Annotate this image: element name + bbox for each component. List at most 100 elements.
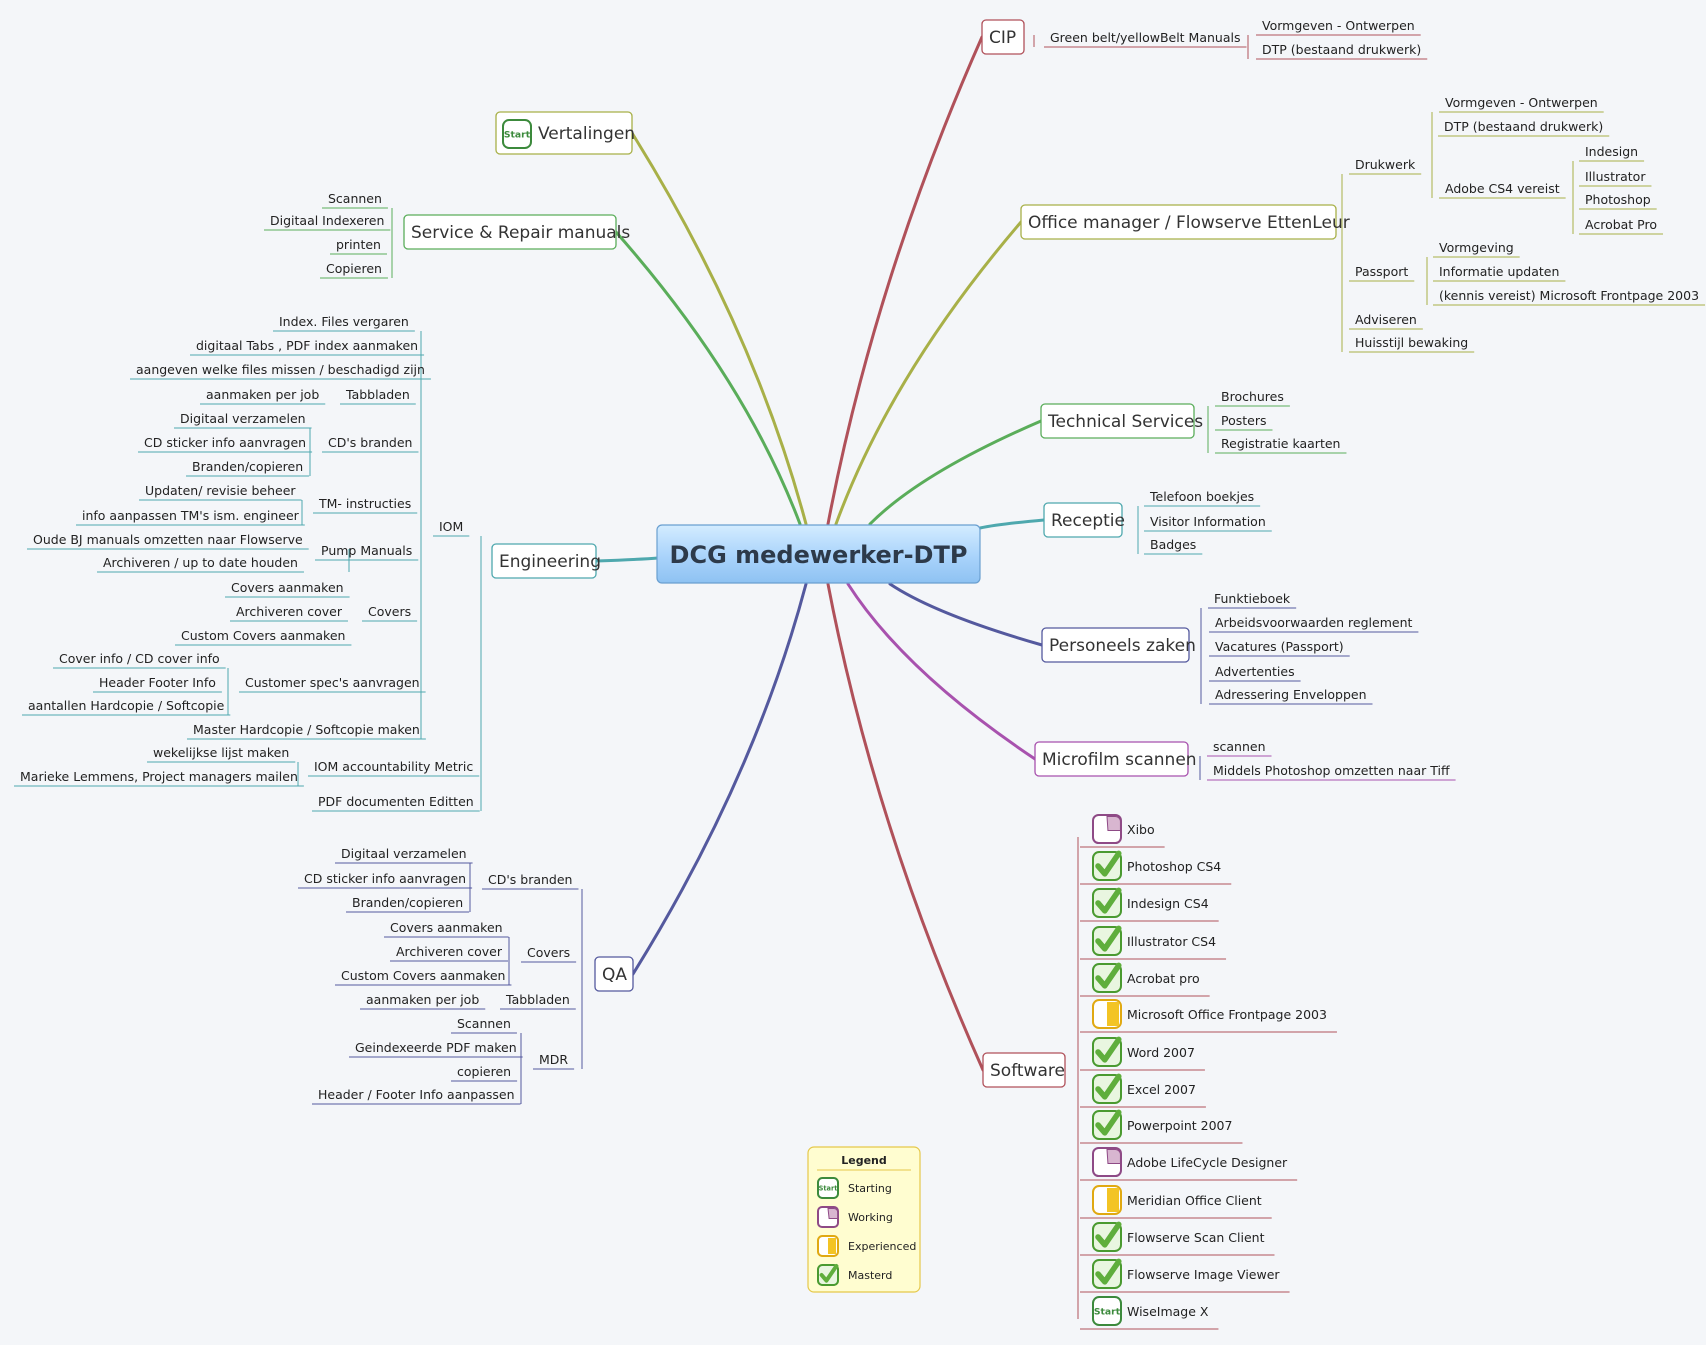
topic-microfilm-scannen[interactable]: Microfilm scannen — [1034, 741, 1197, 777]
central-topic[interactable]: DCG medewerker-DTP — [656, 524, 981, 584]
subtopic-branden-copieren[interactable]: Branden/copieren — [346, 895, 470, 913]
subtopic-funktieboek[interactable]: Funktieboek — [1208, 591, 1297, 609]
subtopic-advertenties[interactable]: Advertenties — [1209, 664, 1301, 682]
subtopic-posters[interactable]: Posters — [1215, 413, 1273, 431]
subtopic-digitaal-tabs-pdf-index-aanmaken[interactable]: digitaal Tabs , PDF index aanmaken — [190, 338, 425, 356]
subtopic-custom-covers-aanmaken[interactable]: Custom Covers aanmaken — [175, 628, 352, 646]
subtopic-tabbladen[interactable]: Tabbladen — [340, 387, 416, 405]
topic-cip[interactable]: CIP — [981, 19, 1025, 55]
topic-engineering[interactable]: Engineering — [491, 543, 601, 579]
subtopic-copieren[interactable]: Copieren — [320, 261, 388, 279]
subtopic-iom-accountability-metric[interactable]: IOM accountability Metric — [308, 759, 480, 777]
subtopic-dtp-bestaand-drukwerk[interactable]: DTP (bestaand drukwerk) — [1256, 42, 1428, 60]
subtopic-master-hardcopie-softcopie-maken[interactable]: Master Hardcopie / Softcopie maken — [187, 722, 426, 740]
subtopic-scannen[interactable]: scannen — [1207, 739, 1272, 757]
subtopic-green-belt-yellowbelt-manuals[interactable]: Green belt/yellowBelt Manuals — [1044, 30, 1247, 48]
topic-qa[interactable]: QA — [594, 956, 634, 992]
subtopic-dtp-bestaand-drukwerk[interactable]: DTP (bestaand drukwerk) — [1438, 119, 1610, 137]
subtopic-covers[interactable]: Covers — [521, 945, 577, 963]
subtopic-illustrator[interactable]: Illustrator — [1579, 169, 1652, 187]
subtopic-digitaal-verzamelen[interactable]: Digitaal verzamelen — [174, 411, 312, 429]
software-item-indesign-cs4[interactable]: Indesign CS4 — [1080, 887, 1219, 922]
software-item-xibo[interactable]: Xibo — [1080, 814, 1165, 848]
subtopic-branden-copieren[interactable]: Branden/copieren — [186, 459, 310, 477]
subtopic-tm-instructies[interactable]: TM- instructies — [313, 496, 418, 514]
subtopic-header-footer-info-aanpassen[interactable]: Header / Footer Info aanpassen — [312, 1087, 521, 1105]
subtopic-cd-s-branden[interactable]: CD's branden — [322, 435, 419, 453]
subtopic-scannen[interactable]: Scannen — [322, 191, 388, 209]
software-item-adobe-lifecycle-designer[interactable]: Adobe LifeCycle Designer — [1080, 1147, 1298, 1181]
subtopic-badges[interactable]: Badges — [1144, 537, 1203, 555]
subtopic-kennis-vereist-microsoft-frontpage-2003[interactable]: (kennis vereist) Microsoft Frontpage 200… — [1433, 288, 1706, 306]
subtopic-registratie-kaarten[interactable]: Registratie kaarten — [1215, 436, 1347, 454]
subtopic-wekelijkse-lijst-maken[interactable]: wekelijkse lijst maken — [147, 745, 296, 763]
topic-office-manager-flowserve-ettenleur[interactable]: Office manager / Flowserve EttenLeur — [1020, 204, 1350, 240]
subtopic-passport[interactable]: Passport — [1349, 264, 1415, 282]
subtopic-vormgeven-ontwerpen[interactable]: Vormgeven - Ontwerpen — [1256, 18, 1421, 36]
subtopic-printen[interactable]: printen — [330, 237, 387, 255]
subtopic-pdf-documenten-editten[interactable]: PDF documenten Editten — [312, 794, 480, 812]
subtopic-archiveren-up-to-date-houden[interactable]: Archiveren / up to date houden — [97, 555, 304, 573]
subtopic-tabbladen[interactable]: Tabbladen — [500, 992, 576, 1010]
subtopic-drukwerk[interactable]: Drukwerk — [1349, 157, 1422, 175]
subtopic-adviseren[interactable]: Adviseren — [1349, 312, 1423, 330]
subtopic-adobe-cs4-vereist[interactable]: Adobe CS4 vereist — [1439, 181, 1566, 199]
subtopic-covers-aanmaken[interactable]: Covers aanmaken — [225, 580, 350, 598]
subtopic-huisstijl-bewaking[interactable]: Huisstijl bewaking — [1349, 335, 1475, 353]
subtopic-geindexeerde-pdf-maken[interactable]: Geindexeerde PDF maken — [349, 1040, 523, 1058]
subtopic-arbeidsvoorwaarden-reglement[interactable]: Arbeidsvoorwaarden reglement — [1209, 615, 1419, 633]
subtopic-oude-bj-manuals-omzetten-naar-flowserve[interactable]: Oude BJ manuals omzetten naar Flowserve — [27, 532, 309, 550]
software-item-excel-2007[interactable]: Excel 2007 — [1080, 1073, 1206, 1108]
subtopic-pump-manuals[interactable]: Pump Manuals — [315, 543, 419, 561]
software-item-flowserve-image-viewer[interactable]: Flowserve Image Viewer — [1080, 1258, 1290, 1293]
software-item-illustrator-cs4[interactable]: Illustrator CS4 — [1080, 925, 1227, 960]
subtopic-archiveren-cover[interactable]: Archiveren cover — [230, 604, 348, 622]
subtopic-covers-aanmaken[interactable]: Covers aanmaken — [384, 920, 509, 938]
subtopic-custom-covers-aanmaken[interactable]: Custom Covers aanmaken — [335, 968, 512, 986]
subtopic-aangeven-welke-files-missen-beschadigd-zijn[interactable]: aangeven welke files missen / beschadigd… — [130, 362, 431, 380]
subtopic-copieren[interactable]: copieren — [451, 1064, 518, 1082]
software-item-powerpoint-2007[interactable]: Powerpoint 2007 — [1080, 1109, 1243, 1144]
subtopic-cd-sticker-info-aanvragen[interactable]: CD sticker info aanvragen — [138, 435, 313, 453]
subtopic-marieke-lemmens-project-managers-mailen[interactable]: Marieke Lemmens, Project managers mailen — [14, 769, 304, 787]
subtopic-info-aanpassen-tm-s-ism-engineer[interactable]: info aanpassen TM's ism. engineer — [76, 508, 305, 526]
software-item-flowserve-scan-client[interactable]: Flowserve Scan Client — [1080, 1221, 1275, 1256]
subtopic-digitaal-verzamelen[interactable]: Digitaal verzamelen — [335, 846, 473, 864]
subtopic-archiveren-cover[interactable]: Archiveren cover — [390, 944, 508, 962]
subtopic-index-files-vergaren[interactable]: Index. Files vergaren — [273, 314, 415, 332]
subtopic-adressering-enveloppen[interactable]: Adressering Enveloppen — [1209, 687, 1373, 705]
topic-technical-services[interactable]: Technical Services — [1040, 403, 1203, 439]
software-item-acrobat-pro[interactable]: Acrobat pro — [1080, 962, 1210, 997]
subtopic-photoshop[interactable]: Photoshop — [1579, 192, 1657, 210]
subtopic-mdr[interactable]: MDR — [533, 1052, 575, 1070]
topic-service-repair-manuals[interactable]: Service & Repair manuals — [403, 214, 630, 250]
subtopic-vormgeving[interactable]: Vormgeving — [1433, 240, 1520, 258]
subtopic-cover-info-cd-cover-info[interactable]: Cover info / CD cover info — [53, 651, 226, 669]
subtopic-indesign[interactable]: Indesign — [1579, 144, 1645, 162]
software-item-microsoft-office-frontpage-2003[interactable]: Microsoft Office Frontpage 2003 — [1080, 999, 1337, 1033]
subtopic-iom[interactable]: IOM — [433, 519, 470, 537]
subtopic-aanmaken-per-job[interactable]: aanmaken per job — [360, 992, 486, 1010]
subtopic-visitor-information[interactable]: Visitor Information — [1144, 514, 1272, 532]
software-item-meridian-office-client[interactable]: Meridian Office Client — [1080, 1185, 1272, 1219]
subtopic-updaten-revisie-beheer[interactable]: Updaten/ revisie beheer — [139, 483, 302, 501]
subtopic-cd-s-branden[interactable]: CD's branden — [482, 872, 579, 890]
subtopic-header-footer-info[interactable]: Header Footer Info — [93, 675, 222, 693]
subtopic-telefoon-boekjes[interactable]: Telefoon boekjes — [1144, 489, 1261, 507]
subtopic-aantallen-hardcopie-softcopie[interactable]: aantallen Hardcopie / Softcopie — [22, 698, 231, 716]
subtopic-brochures[interactable]: Brochures — [1215, 389, 1290, 407]
topic-receptie[interactable]: Receptie — [1043, 502, 1125, 538]
software-item-word-2007[interactable]: Word 2007 — [1080, 1036, 1205, 1071]
subtopic-middels-photoshop-omzetten-naar-tiff[interactable]: Middels Photoshop omzetten naar Tiff — [1207, 763, 1456, 781]
subtopic-cd-sticker-info-aanvragen[interactable]: CD sticker info aanvragen — [298, 871, 473, 889]
subtopic-informatie-updaten[interactable]: Informatie updaten — [1433, 264, 1566, 282]
subtopic-vormgeven-ontwerpen[interactable]: Vormgeven - Ontwerpen — [1439, 95, 1604, 113]
subtopic-digitaal-indexeren[interactable]: Digitaal Indexeren — [264, 213, 391, 231]
subtopic-vacatures-passport[interactable]: Vacatures (Passport) — [1209, 639, 1350, 657]
subtopic-aanmaken-per-job[interactable]: aanmaken per job — [200, 387, 326, 405]
subtopic-acrobat-pro[interactable]: Acrobat Pro — [1579, 217, 1664, 235]
topic-software[interactable]: Software — [982, 1052, 1066, 1088]
subtopic-scannen[interactable]: Scannen — [451, 1016, 517, 1034]
software-item-photoshop-cs4[interactable]: Photoshop CS4 — [1080, 850, 1232, 885]
